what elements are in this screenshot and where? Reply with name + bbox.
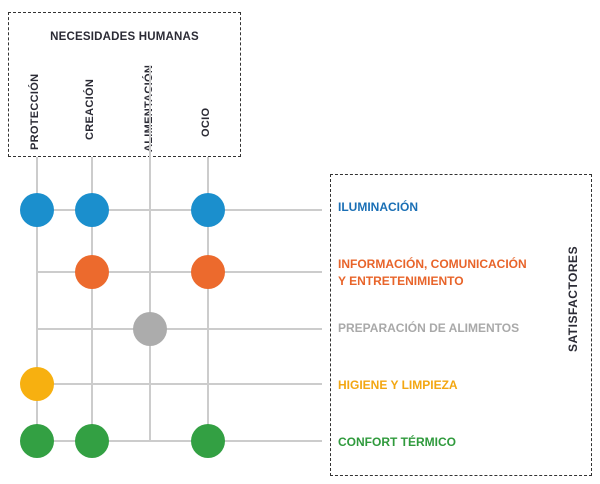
connection-dot [75, 424, 109, 458]
row-label-line: INFORMACIÓN, COMUNICACIÓN [338, 257, 527, 271]
connection-dot [191, 193, 225, 227]
needs-title: NECESIDADES HUMANAS [50, 31, 199, 43]
row-label-line: PREPARACIÓN DE ALIMENTOS [338, 321, 520, 335]
satisfactores-label: SATISFACTORES [566, 245, 580, 352]
row-label-line: ILUMINACIÓN [338, 200, 418, 214]
connection-dot [191, 255, 225, 289]
row-label-confort: CONFORT TÉRMICO [338, 434, 456, 451]
row-label-informacion: INFORMACIÓN, COMUNICACIÓN Y ENTRETENIMIE… [338, 256, 527, 290]
connection-dot [20, 367, 54, 401]
connection-dot [191, 424, 225, 458]
connection-dot [75, 255, 109, 289]
connection-dot [20, 424, 54, 458]
connection-dot [75, 193, 109, 227]
satisfactores-box [330, 174, 592, 476]
needs-box [8, 12, 241, 157]
row-label-line: HIGIENE Y LIMPIEZA [338, 378, 458, 392]
row-label-higiene: HIGIENE Y LIMPIEZA [338, 377, 458, 394]
row-label-iluminacion: ILUMINACIÓN [338, 199, 418, 216]
connection-dot [20, 193, 54, 227]
row-label-line: CONFORT TÉRMICO [338, 435, 456, 449]
row-label-preparacion: PREPARACIÓN DE ALIMENTOS [338, 320, 519, 337]
connection-dot [133, 312, 167, 346]
row-label-line: Y ENTRETENIMIENTO [338, 274, 464, 288]
